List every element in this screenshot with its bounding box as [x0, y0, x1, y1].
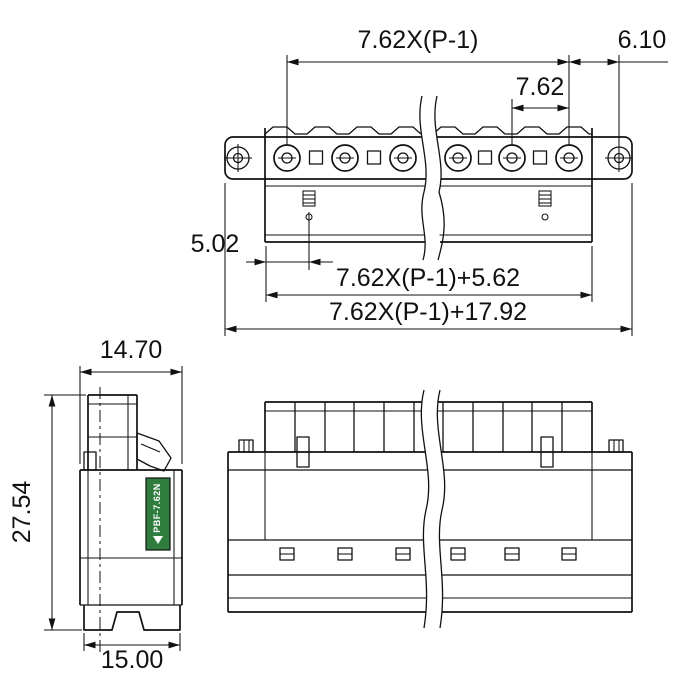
sticker-logo: [153, 536, 163, 544]
latch-lever: [136, 432, 172, 472]
wire-entry-squares: [279, 547, 577, 561]
dim-body-width-label: 7.62X(P-1)+5.62: [336, 264, 520, 292]
mounting-hole-right: [605, 144, 633, 172]
part-sticker-label: PBF-7.62N: [152, 483, 162, 533]
dim-pitch-label: 7.62: [516, 73, 565, 101]
break-lines-top: [419, 95, 445, 261]
dim-side-top-width-label: 14.70: [100, 336, 163, 364]
dim-total-width-label: 7.62X(P-1)+17.92: [329, 298, 527, 326]
clamp-windows: [308, 150, 548, 165]
top-view-dimensions: 7.62X(P-1) 6.10 7.62 5.02 7.62X(P-1)+5.6…: [191, 26, 668, 336]
comb-teeth: [294, 402, 563, 452]
part-sticker: PBF-7.62N: [145, 477, 171, 551]
top-view: [224, 95, 633, 261]
dim-side-height-label: 27.54: [8, 481, 36, 544]
latch-window-left: [296, 436, 310, 468]
break-lines-front: [420, 389, 446, 629]
screw-tip-left: [238, 439, 254, 453]
dim-pitch-span-label: 7.62X(P-1): [358, 26, 479, 54]
latch-window-right: [540, 436, 554, 468]
side-screw-tip: [83, 451, 97, 471]
foot-profile: [83, 605, 181, 631]
dim-vent-offset-label: 5.02: [191, 230, 240, 258]
mounting-hole-left: [224, 144, 252, 172]
front-view: [227, 389, 633, 629]
dim-side-bottom-width-label: 15.00: [101, 646, 164, 674]
side-view-dimensions: 14.70 27.54 15.00: [8, 336, 183, 674]
screw-tip-right: [608, 439, 624, 453]
side-view: PBF-7.62N: [79, 387, 183, 652]
dim-end-offset-label: 6.10: [618, 26, 667, 54]
